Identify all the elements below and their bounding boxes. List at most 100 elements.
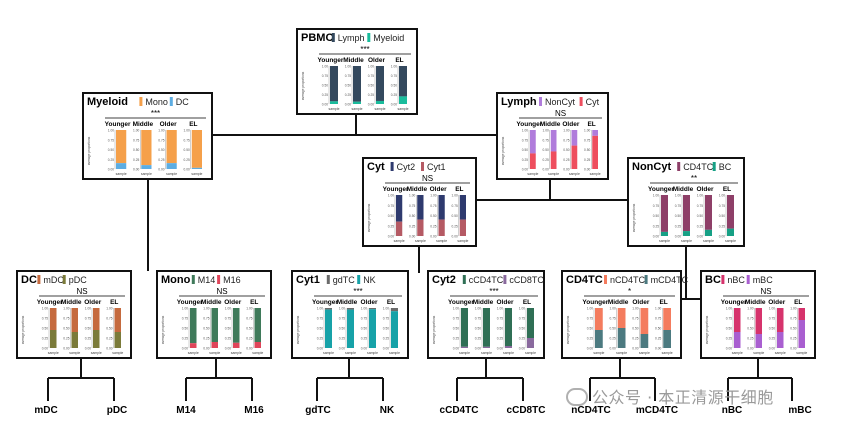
bar-segment [483, 308, 490, 347]
y-tick-label: 1.00 [475, 307, 481, 311]
bar-segment [417, 195, 424, 220]
y-tick-label: 0.50 [158, 148, 164, 152]
bar-segment [734, 332, 741, 348]
legend-label: gdTC [333, 275, 356, 285]
bar-segment [399, 66, 407, 97]
x-axis-label: sample [166, 172, 177, 176]
facet-label: EL [110, 299, 118, 306]
y-tick-label: 0.50 [225, 327, 231, 331]
y-tick-label: 0.50 [85, 327, 91, 331]
y-tick-label: 0.50 [675, 214, 681, 218]
leaf-label: NK [380, 405, 395, 416]
y-tick-label: 0.75 [719, 204, 725, 208]
y-tick-label: 0.25 [790, 337, 796, 341]
legend-label: Lymph [338, 33, 365, 43]
bar-segment [353, 66, 361, 102]
facet-label: Older [368, 57, 385, 64]
panel-title: PBMC [301, 32, 333, 44]
legend-swatch [462, 275, 466, 284]
y-tick-label: 0.50 [409, 214, 415, 218]
y-tick-label: 0.00 [497, 347, 503, 351]
y-tick-label: 0.50 [203, 327, 209, 331]
x-axis-label: sample [481, 351, 492, 355]
significance-label: *** [360, 45, 369, 54]
y-tick-label: 1.00 [675, 194, 681, 198]
y-tick-label: 0.50 [726, 327, 732, 331]
leaf-label: cCD8TC [507, 405, 546, 416]
bar-segment [50, 330, 57, 348]
y-tick-label: 0.25 [108, 158, 114, 162]
legend-label: cCD8TC [509, 275, 544, 285]
y-axis-label: average proportions [161, 315, 165, 344]
y-tick-label: 0.25 [697, 224, 703, 228]
y-tick-label: 0.25 [587, 337, 593, 341]
legend-label: BC [719, 162, 732, 172]
y-tick-label: 1.00 [543, 129, 549, 133]
x-axis-label: sample [753, 351, 764, 355]
panel-title: Mono [161, 274, 191, 286]
y-tick-label: 0.75 [158, 138, 164, 142]
y-tick-label: 0.25 [675, 224, 681, 228]
facet-label: EL [523, 299, 531, 306]
x-axis-label: sample [662, 351, 673, 355]
panel-title: Cyt1 [296, 274, 320, 286]
y-tick-label: 0.00 [475, 347, 481, 351]
y-tick-label: 0.50 [182, 327, 188, 331]
y-tick-label: 0.00 [543, 168, 549, 172]
bar-segment [438, 219, 445, 236]
y-tick-label: 0.00 [63, 347, 69, 351]
y-axis-label: average proportions [21, 315, 25, 344]
legend-swatch [367, 33, 371, 42]
leaf-label: pDC [107, 405, 128, 416]
y-tick-label: 0.00 [653, 235, 659, 239]
bar-segment [505, 308, 512, 346]
facet-label: Middle [473, 299, 494, 306]
bar-segment [683, 195, 690, 232]
y-tick-label: 1.00 [317, 307, 323, 311]
bar-segment [254, 342, 261, 348]
legend-label: mBC [753, 275, 774, 285]
facet-label: Middle [133, 121, 154, 128]
y-tick-label: 1.00 [388, 194, 394, 198]
bar-segment [527, 308, 534, 338]
y-tick-label: 0.75 [368, 74, 374, 78]
y-tick-label: 0.75 [747, 317, 753, 321]
bar-segment [325, 308, 332, 310]
y-tick-label: 0.00 [790, 347, 796, 351]
y-tick-label: 0.75 [182, 317, 188, 321]
y-tick-label: 1.00 [726, 307, 732, 311]
y-tick-label: 0.25 [563, 158, 569, 162]
legend-swatch [644, 275, 648, 284]
x-axis-label: sample [457, 239, 468, 243]
significance-label: *** [489, 287, 498, 296]
y-tick-label: 1.00 [430, 194, 436, 198]
x-axis-label: sample [796, 351, 807, 355]
x-axis-label: sample [616, 351, 627, 355]
facet-label: Older [497, 299, 514, 306]
y-tick-label: 1.00 [769, 307, 775, 311]
bar-segment [705, 195, 712, 230]
y-axis-label: average proportions [301, 71, 305, 100]
y-tick-label: 0.25 [391, 93, 397, 97]
y-tick-label: 0.50 [317, 327, 323, 331]
facet-label: EL [250, 299, 258, 306]
y-tick-label: 0.00 [747, 347, 753, 351]
x-axis-label: sample [367, 351, 378, 355]
bar-segment [527, 338, 534, 348]
bar-segment [461, 346, 468, 348]
legend-label: CD4TC [683, 162, 714, 172]
y-tick-label: 0.25 [133, 158, 139, 162]
facet-label: Middle [61, 299, 82, 306]
y-tick-label: 1.00 [587, 307, 593, 311]
y-tick-label: 0.25 [430, 224, 436, 228]
y-tick-label: 0.75 [790, 317, 796, 321]
bar-segment [233, 342, 240, 348]
x-axis-label: sample [725, 239, 736, 243]
bar-segment [211, 308, 218, 342]
bar-segment [640, 308, 649, 334]
y-tick-label: 1.00 [453, 307, 459, 311]
y-tick-label: 0.25 [409, 224, 415, 228]
legend-label: pDC [69, 275, 88, 285]
